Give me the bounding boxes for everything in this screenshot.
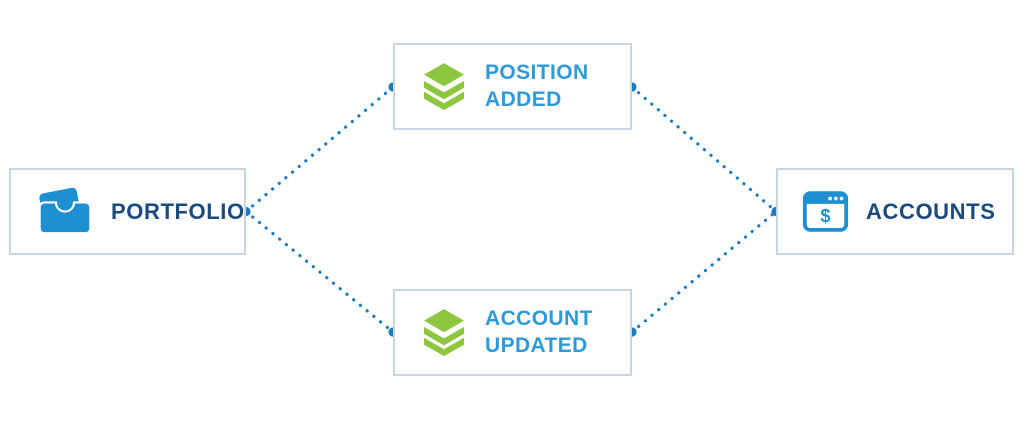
node-label-accounts: ACCOUNTS bbox=[866, 198, 996, 224]
label-line-1: ACCOUNT bbox=[485, 306, 593, 330]
node-label-account-updated: ACCOUNT UPDATED bbox=[485, 306, 593, 360]
node-position-added: POSITION ADDED bbox=[393, 43, 632, 130]
connector-portfolio-to-position-added bbox=[244, 85, 395, 214]
folder-icon bbox=[38, 187, 92, 235]
node-label-portfolio: PORTFOLIO bbox=[111, 198, 245, 224]
node-portfolio: PORTFOLIO bbox=[9, 168, 246, 255]
label-line-2: ADDED bbox=[485, 87, 562, 111]
connector-portfolio-to-account-updated bbox=[244, 209, 395, 334]
dollar-symbol: $ bbox=[820, 205, 830, 226]
browser-dollar-icon: $ bbox=[802, 191, 849, 232]
label-line-1: POSITION bbox=[485, 60, 589, 84]
node-account-updated: ACCOUNT UPDATED bbox=[393, 289, 632, 376]
connector-position-added-to-accounts bbox=[630, 85, 778, 214]
connector-account-updated-to-accounts bbox=[630, 209, 778, 334]
label-line-2: UPDATED bbox=[485, 333, 588, 357]
layers-icon bbox=[423, 62, 465, 110]
node-label-position-added: POSITION ADDED bbox=[485, 60, 589, 114]
node-accounts: $ ACCOUNTS bbox=[776, 168, 1014, 255]
layers-icon bbox=[423, 308, 465, 356]
